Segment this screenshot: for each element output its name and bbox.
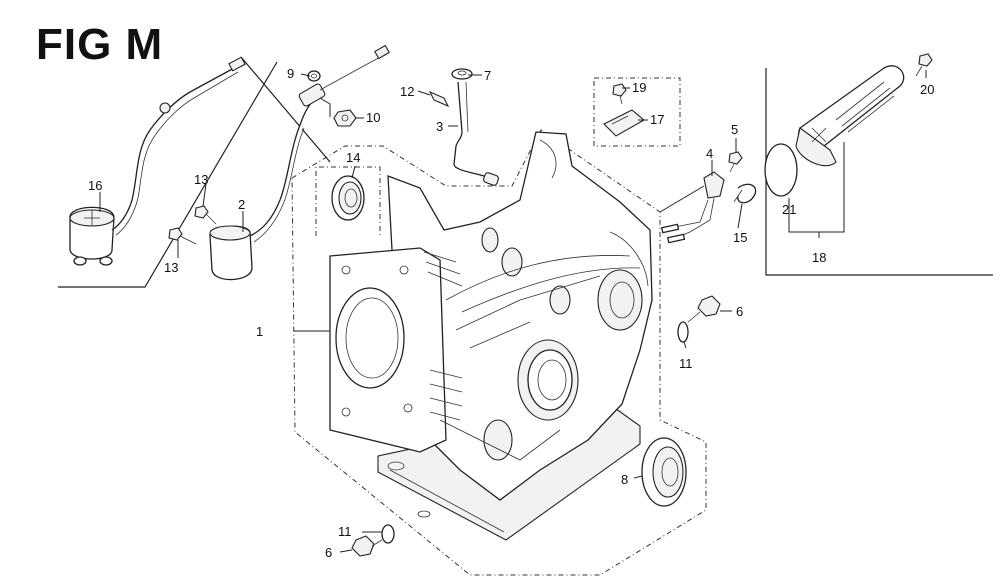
callout-5: 5 bbox=[731, 122, 738, 137]
callout-6b: 6 bbox=[325, 545, 332, 560]
callout-16: 16 bbox=[88, 178, 102, 193]
screw-part bbox=[915, 53, 933, 77]
leader-lines bbox=[99, 70, 927, 553]
washer-part bbox=[677, 321, 689, 343]
sensor-part bbox=[660, 171, 725, 244]
plate-part bbox=[603, 109, 645, 137]
callout-17: 17 bbox=[650, 112, 664, 127]
seal-group-frame bbox=[315, 166, 381, 236]
crankcase-part bbox=[329, 131, 653, 541]
oil-level-switch-part bbox=[209, 44, 390, 281]
crankshaft-oil-seal-part bbox=[641, 437, 687, 507]
cable-clamp-part bbox=[733, 183, 757, 204]
oil-filler-cap-part bbox=[795, 65, 905, 167]
callout-4: 4 bbox=[706, 146, 713, 161]
callout-13a: 13 bbox=[194, 172, 208, 187]
small-bolt-part bbox=[612, 83, 627, 105]
grommet-part bbox=[451, 68, 473, 80]
callout-10: 10 bbox=[366, 110, 380, 125]
callout-6a: 6 bbox=[736, 304, 743, 319]
oil-alert-group-divider bbox=[240, 56, 331, 163]
oil-alert-unit-part bbox=[69, 56, 246, 266]
callout-2: 2 bbox=[238, 197, 245, 212]
flange-bolt-part bbox=[687, 295, 721, 323]
oil-seal-part bbox=[331, 175, 365, 221]
figure-title: FIG M bbox=[36, 20, 164, 69]
clip-part bbox=[428, 90, 450, 108]
crankcase-group-frame bbox=[291, 129, 707, 576]
callout-19: 19 bbox=[632, 80, 646, 95]
bolt-part bbox=[168, 227, 197, 245]
screw-part bbox=[728, 151, 743, 173]
callout-18: 18 bbox=[812, 250, 826, 265]
bolt-part bbox=[194, 205, 217, 225]
washer-part bbox=[381, 524, 395, 544]
flange-bolt-part bbox=[351, 535, 383, 557]
callout-3: 3 bbox=[436, 119, 443, 134]
callout-20: 20 bbox=[920, 82, 934, 97]
callout-8: 8 bbox=[621, 472, 628, 487]
callout-7: 7 bbox=[484, 68, 491, 83]
callout-11a: 11 bbox=[679, 356, 693, 371]
callout-21: 21 bbox=[782, 202, 796, 217]
callout-14: 14 bbox=[346, 150, 360, 165]
callout-12: 12 bbox=[400, 84, 414, 99]
oil-alert-group-frame bbox=[58, 61, 278, 288]
callout-15: 15 bbox=[733, 230, 747, 245]
callout-9: 9 bbox=[287, 66, 294, 81]
callout-11b: 11 bbox=[338, 524, 352, 539]
breather-tube-part bbox=[453, 81, 499, 186]
o-ring-part bbox=[764, 143, 798, 197]
callout-13b: 13 bbox=[164, 260, 178, 275]
air-group-frame bbox=[765, 68, 993, 276]
callout-1: 1 bbox=[256, 324, 263, 339]
nut-part bbox=[333, 109, 357, 127]
